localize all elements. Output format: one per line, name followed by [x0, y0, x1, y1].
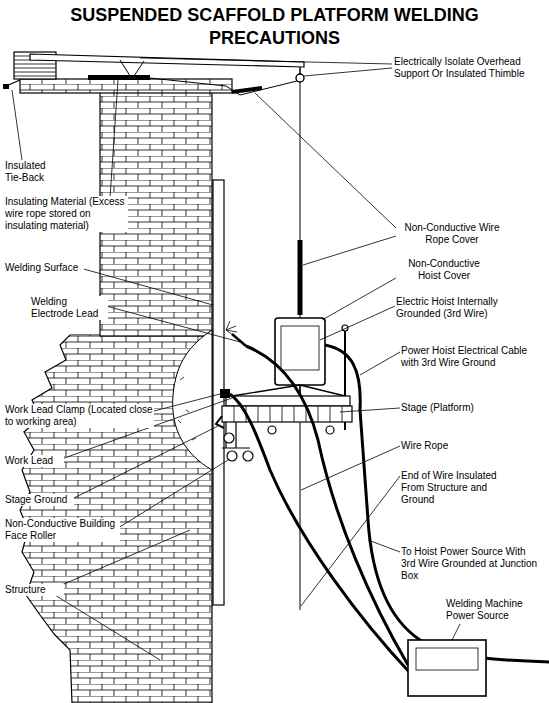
leader-line — [301, 446, 400, 490]
leader-line — [320, 306, 395, 340]
part-label: Welding Electrode Lead — [30, 296, 108, 320]
electric-hoist — [281, 326, 319, 370]
leader-line — [360, 352, 400, 375]
insulating-pad — [88, 75, 150, 80]
leader-lines — [12, 58, 460, 660]
welding-arc — [226, 321, 237, 336]
roller-bracket — [222, 422, 250, 448]
welding-machine — [408, 640, 486, 696]
part-label: Wire Rope — [400, 440, 470, 452]
roof-parapet — [20, 79, 232, 93]
leader-line — [452, 624, 460, 640]
rope-cover-parapet — [232, 88, 262, 92]
leader-line — [50, 592, 160, 660]
diagram-title: SUSPENDED SCAFFOLD PLATFORM WELDING PREC… — [20, 4, 529, 50]
overhead-hook — [299, 67, 301, 74]
stirrup — [232, 385, 345, 396]
part-label: Work Lead Clamp (Located close to workin… — [4, 404, 154, 428]
part-label: Stage (Platform) — [400, 402, 490, 414]
part-label: Structure — [4, 584, 64, 596]
leader-line — [150, 394, 220, 412]
wire-rope-cover — [298, 240, 303, 315]
leader-line — [340, 408, 400, 412]
leader-line — [301, 476, 400, 606]
recess-rubble — [178, 377, 196, 440]
part-label: Non-Conductive Wire Rope Cover — [396, 222, 508, 246]
leader-line — [110, 80, 118, 198]
part-label: Welding Machine Power Source — [445, 598, 545, 622]
work-lead-clamp — [220, 389, 230, 398]
wall-recess — [173, 330, 212, 470]
stage-rail — [226, 396, 350, 406]
leader-line — [303, 236, 396, 265]
leader-line — [70, 426, 218, 500]
leader-line — [118, 460, 228, 528]
electrode-holder — [232, 334, 246, 346]
part-label: Stage Ground — [4, 494, 74, 506]
part-label: Electrically Isolate Overhead Support Or… — [393, 56, 545, 80]
insulated-thimble — [296, 74, 304, 82]
part-label: Electric Hoist Internally Grounded (3rd … — [395, 296, 507, 320]
part-label: Power Hoist Electrical Cable with 3rd Wi… — [400, 345, 540, 369]
leader-line — [368, 540, 400, 552]
face-roller — [243, 451, 253, 461]
part-label: End of Wire Insulated From Structure and… — [400, 470, 512, 506]
part-label: Non-Conductive Building Face Roller — [4, 518, 120, 542]
work-lead-cable — [230, 394, 412, 675]
leader-line — [255, 93, 396, 228]
part-label: Welding Surface — [4, 262, 84, 274]
hoist-cover — [275, 318, 325, 385]
machine-panel — [416, 648, 478, 670]
welding-electrode-lead — [246, 346, 408, 665]
caster — [268, 426, 276, 434]
leader-line — [140, 58, 392, 64]
leader-line — [304, 68, 392, 76]
face-roller — [227, 451, 237, 461]
face-roller — [224, 433, 234, 443]
caster — [326, 426, 334, 434]
excess-wire-rope — [150, 78, 297, 95]
part-label: Insulated Tie-Back — [4, 160, 64, 184]
tie-back-insulator — [3, 84, 9, 89]
part-label: To Hoist Power Source With 3rd Wire Grou… — [400, 546, 540, 582]
part-label: Insulating Material (Excess wire rope st… — [4, 196, 128, 232]
leader-line — [106, 306, 240, 342]
outrigger-beam — [30, 54, 304, 67]
leader-line — [12, 90, 22, 160]
part-label: Work Lead — [4, 455, 64, 467]
part-label: Non-Conductive Hoist Cover — [396, 258, 492, 282]
